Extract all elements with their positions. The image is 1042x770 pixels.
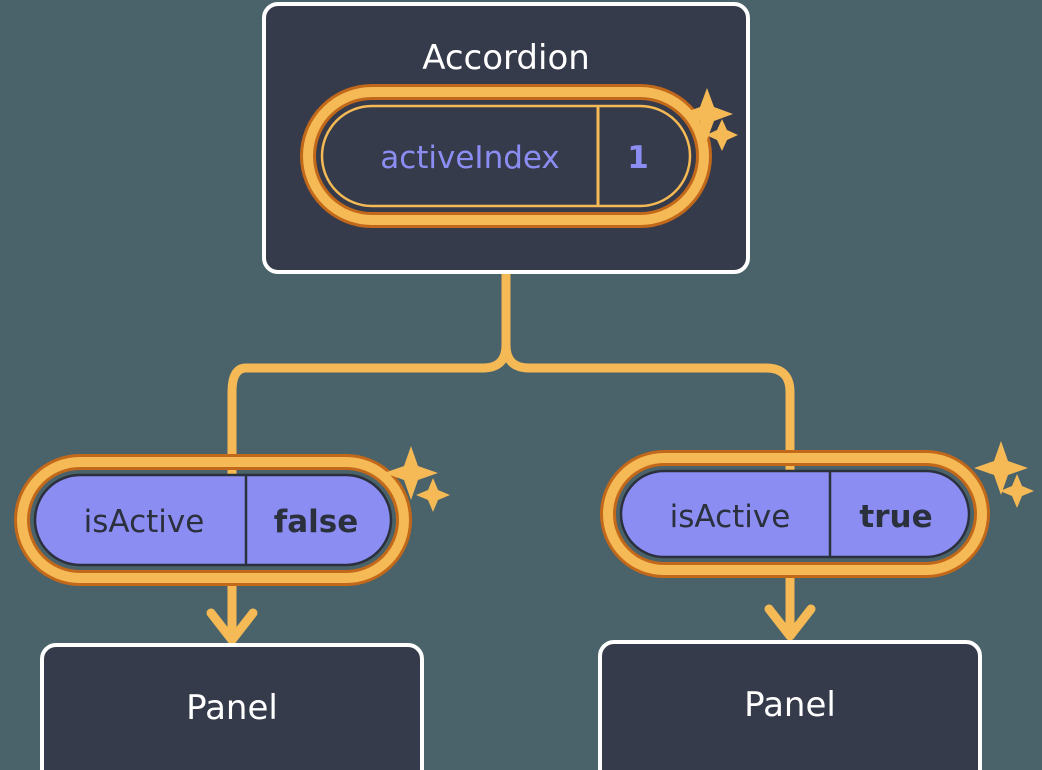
prop-pill-activeindex[interactable]: activeIndex 1 <box>300 84 712 228</box>
prop-pill-inner-ring <box>303 87 709 225</box>
panel-title: Panel <box>744 685 836 725</box>
sparkle-icon-right <box>974 441 1034 508</box>
panel-card-body <box>598 640 982 770</box>
prop-pill-interior <box>33 473 393 567</box>
prop-pill-isactive-right[interactable]: isActive true <box>600 441 1034 578</box>
prop-value: 1 <box>627 140 649 176</box>
prop-value: false <box>274 504 359 540</box>
prop-pill-inner-ring <box>603 453 987 575</box>
node-accordion[interactable]: Accordion activeIndex 1 <box>262 2 750 274</box>
node-panel-right[interactable]: Panel <box>598 640 982 770</box>
sparkle-icon-left <box>384 446 450 512</box>
prop-pill-inner-ring <box>17 457 409 583</box>
prop-value: true <box>859 499 932 535</box>
sparkle-icon-accordion <box>681 88 738 151</box>
panel-title: Panel <box>186 688 278 728</box>
node-panel-left[interactable]: Panel <box>40 643 424 770</box>
prop-key: isActive <box>670 499 791 535</box>
prop-pill-isactive-left[interactable]: isActive false <box>14 446 450 586</box>
accordion-title: Accordion <box>422 38 590 78</box>
prop-key: activeIndex <box>380 140 560 176</box>
edge-accordion-to-left <box>227 267 511 483</box>
prop-key: isActive <box>84 504 205 540</box>
panel-card-body <box>40 643 424 770</box>
prop-pill-interior <box>619 469 971 559</box>
